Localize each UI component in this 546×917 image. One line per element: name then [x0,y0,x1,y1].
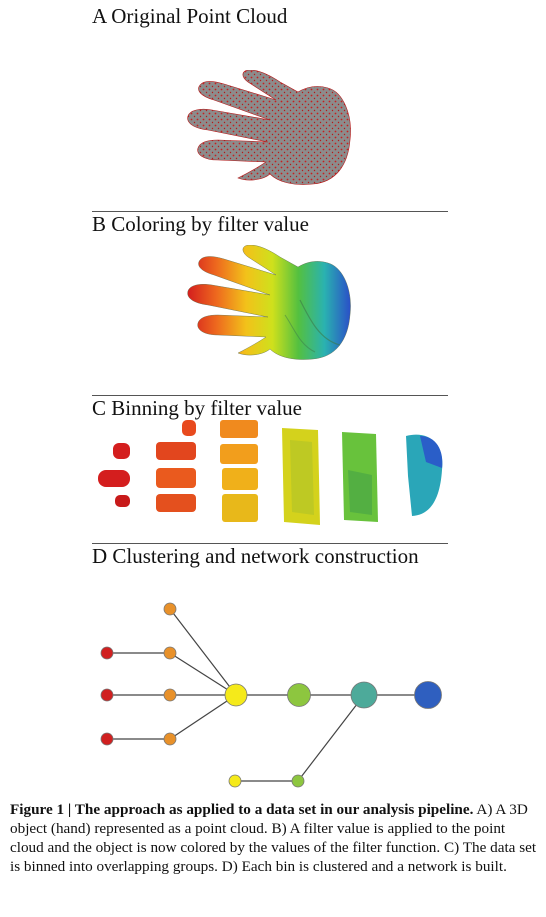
network-node [163,646,177,660]
panel-a-title: A Original Point Cloud [92,4,288,28]
network-node [163,688,177,702]
network-node [228,774,242,788]
panel-b-title: B Coloring by filter value [92,212,309,236]
network-node [287,683,311,707]
network-node [100,646,114,660]
bin-slice-1 [98,443,130,507]
network-node [291,774,305,788]
network-node [350,681,378,709]
filter-colored-hand [187,245,352,361]
bin-slice-6 [406,434,443,516]
network-node [224,683,248,707]
panel-d-title: D Clustering and network construction [92,544,419,568]
bin-slice-3 [220,420,258,522]
bin-slice-5 [342,432,378,522]
network-node [100,688,114,702]
bin-slice-4 [282,428,320,525]
network-node [163,602,177,616]
panel-divider [92,395,448,396]
panel-divider [92,543,448,544]
figure-caption: Figure 1 | The approach as applied to a … [10,800,538,876]
network-node [100,732,114,746]
caption-lead: Figure 1 | The approach as applied to a … [10,801,474,818]
point-cloud-hand [187,70,352,186]
network-graph [100,602,442,788]
network-node [163,732,177,746]
binned-hand-slices [98,420,443,525]
bin-slice-2 [156,420,196,512]
network-node [414,681,442,709]
caption-body: A) A 3D object (hand) represented as a p… [10,801,537,875]
panel-c-title: C Binning by filter value [92,396,302,420]
panel-divider [92,211,448,212]
